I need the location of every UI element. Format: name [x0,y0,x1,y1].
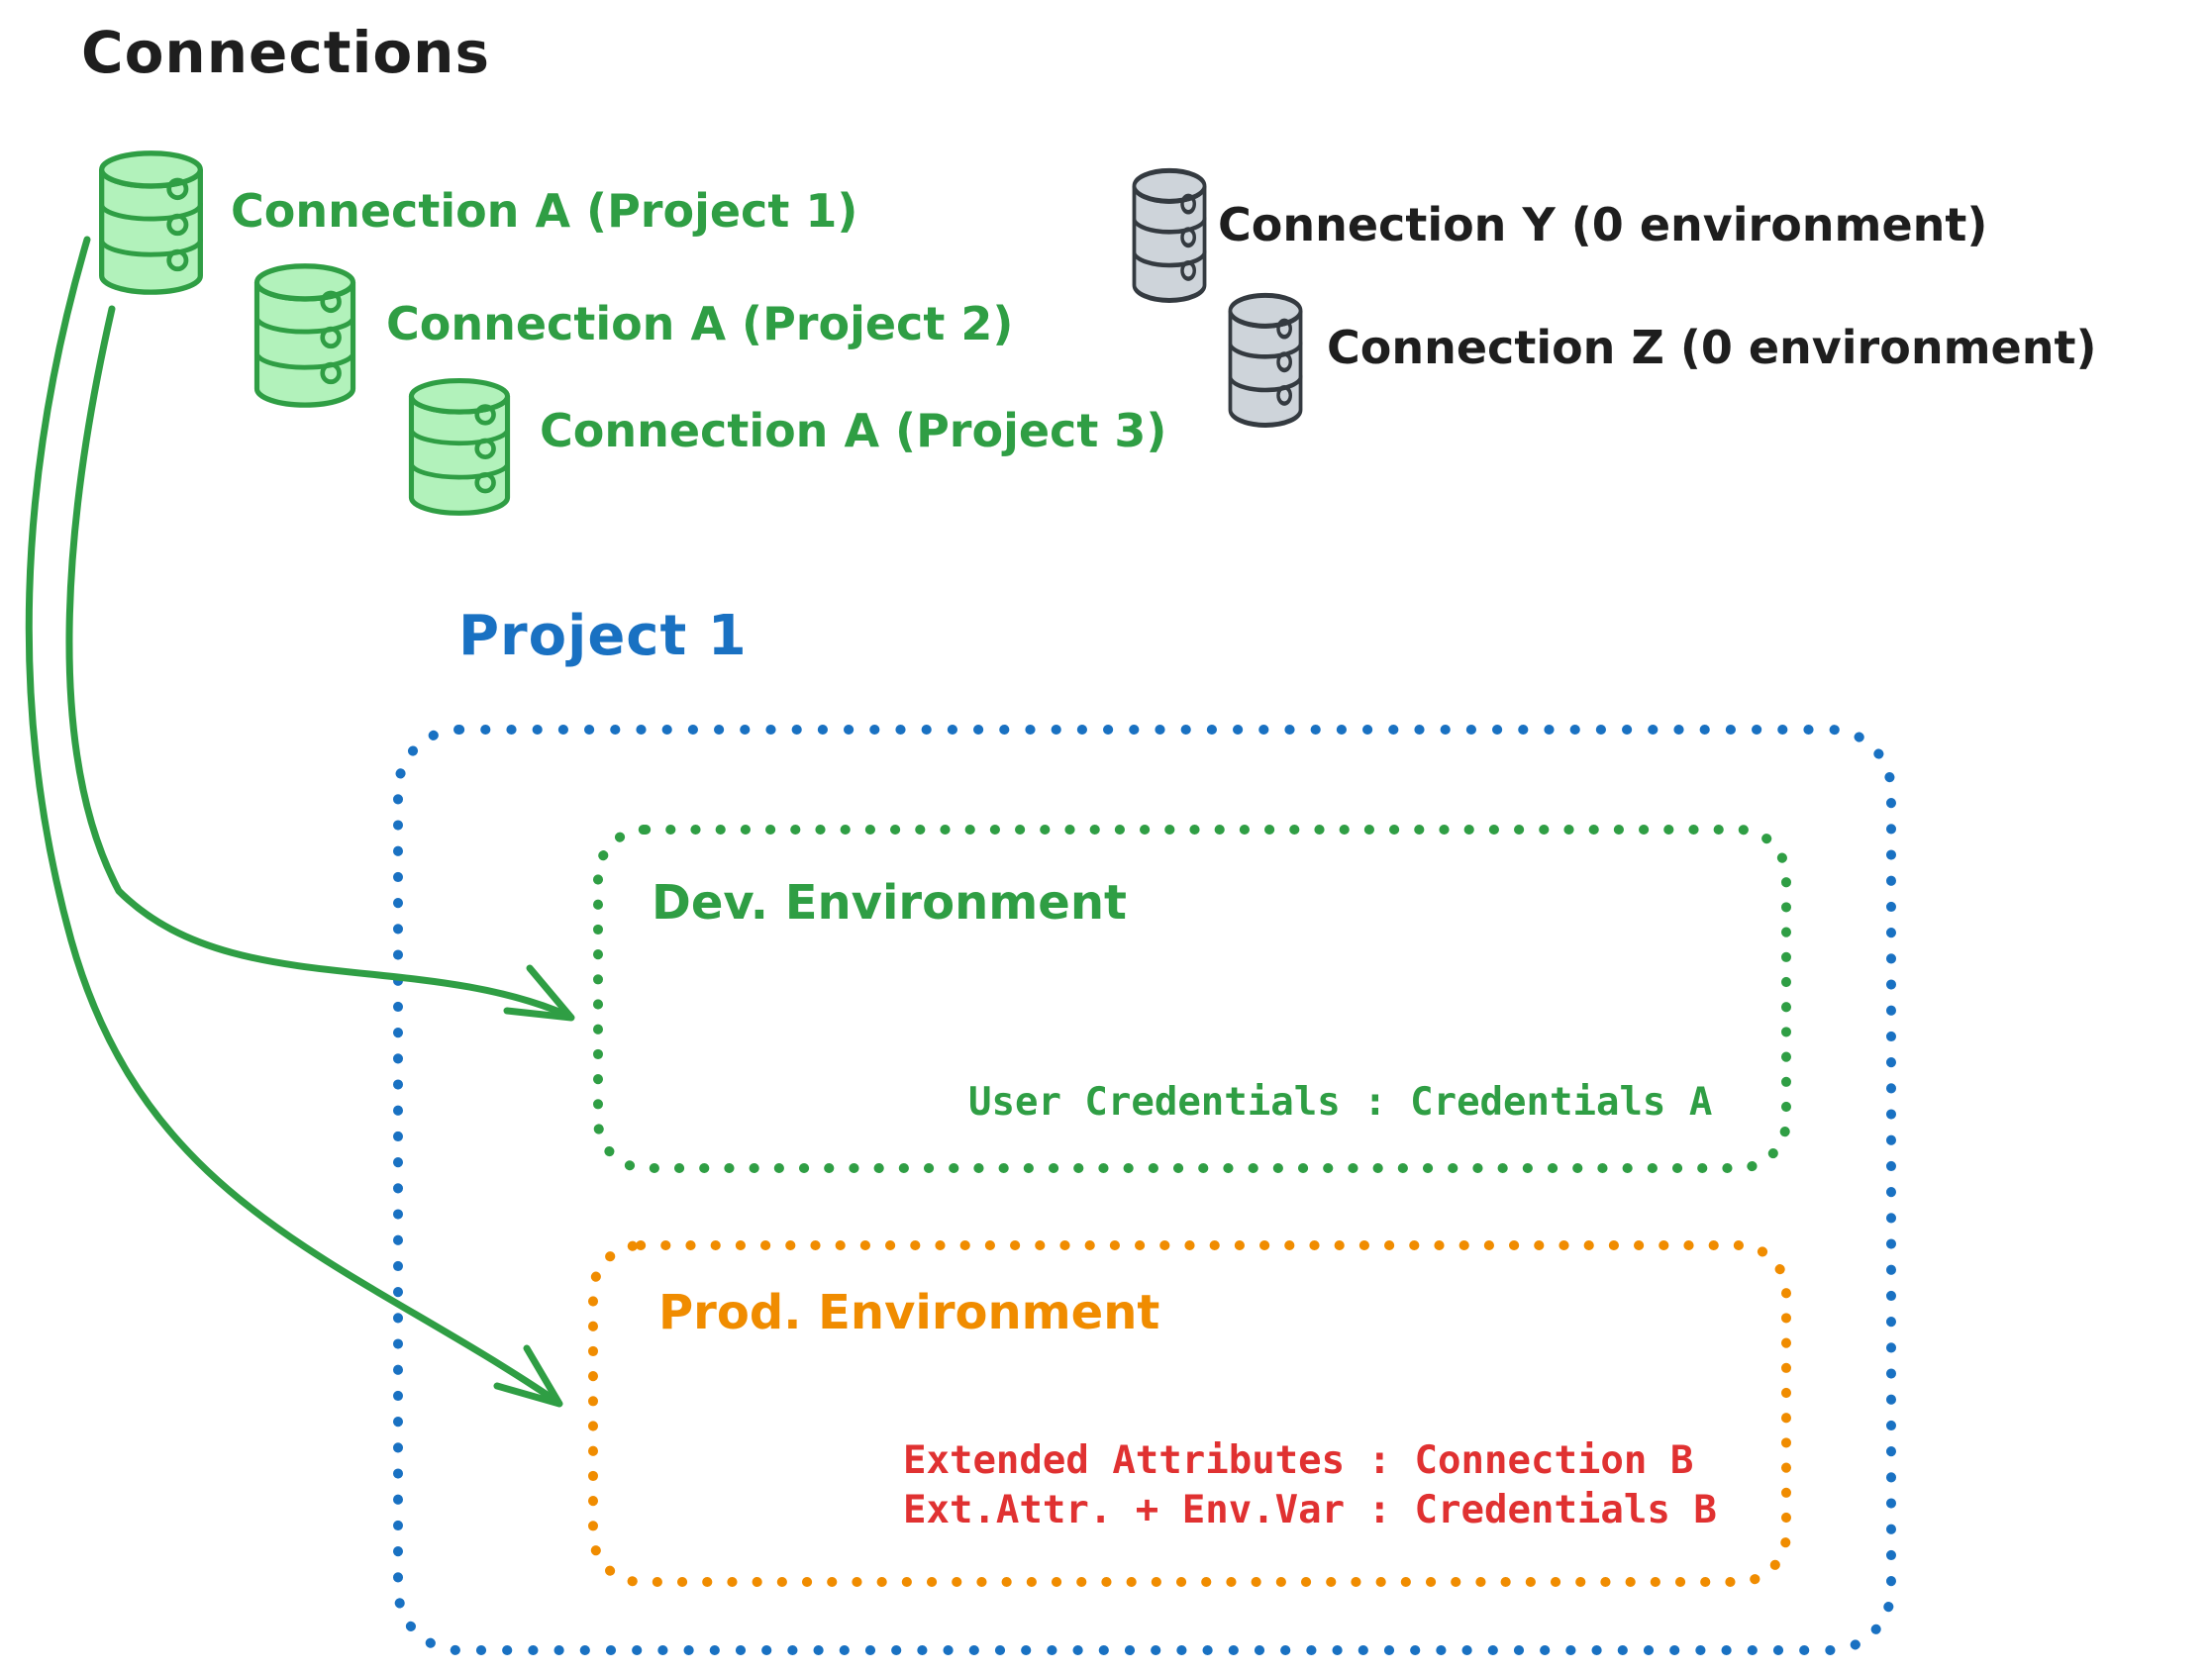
database-icon-connection-a-project-2 [256,266,352,405]
arrow-connection-a-to-prod-environment [25,236,563,1408]
database-icon-connection-a-project-3 [411,381,507,514]
label-connection-a-project-3: Connection A (Project 3) [540,404,1167,457]
project-1-box [393,725,1896,1655]
database-icon-connection-a-project-1 [102,153,201,292]
label-connection-y: Connection Y (0 environment) [1218,198,1988,251]
dev-credentials-mapping: User Credentials : Credentials A [968,1080,1713,1125]
database-icon-connection-y [1134,170,1204,300]
dev-environment-box [593,825,1791,1173]
project-1-title: Project 1 [458,604,748,668]
prod-environment-box [588,1240,1791,1587]
prod-mapping-extended-attributes: Extended Attributes : Connection B [903,1438,1694,1483]
label-connection-z: Connection Z (0 environment) [1327,321,2097,374]
database-icon-connection-z [1230,295,1300,425]
label-connection-a-project-1: Connection A (Project 1) [231,184,858,238]
prod-mapping-env-var: Ext.Attr. + Env.Var : Credentials B [903,1488,1717,1532]
prod-environment-title: Prod. Environment [658,1285,1160,1340]
label-connection-a-project-2: Connection A (Project 2) [386,297,1014,350]
dev-environment-title: Dev. Environment [652,875,1127,931]
diagram-title: Connections [81,19,490,86]
arrow-connection-a-to-dev-environment [65,305,575,1022]
